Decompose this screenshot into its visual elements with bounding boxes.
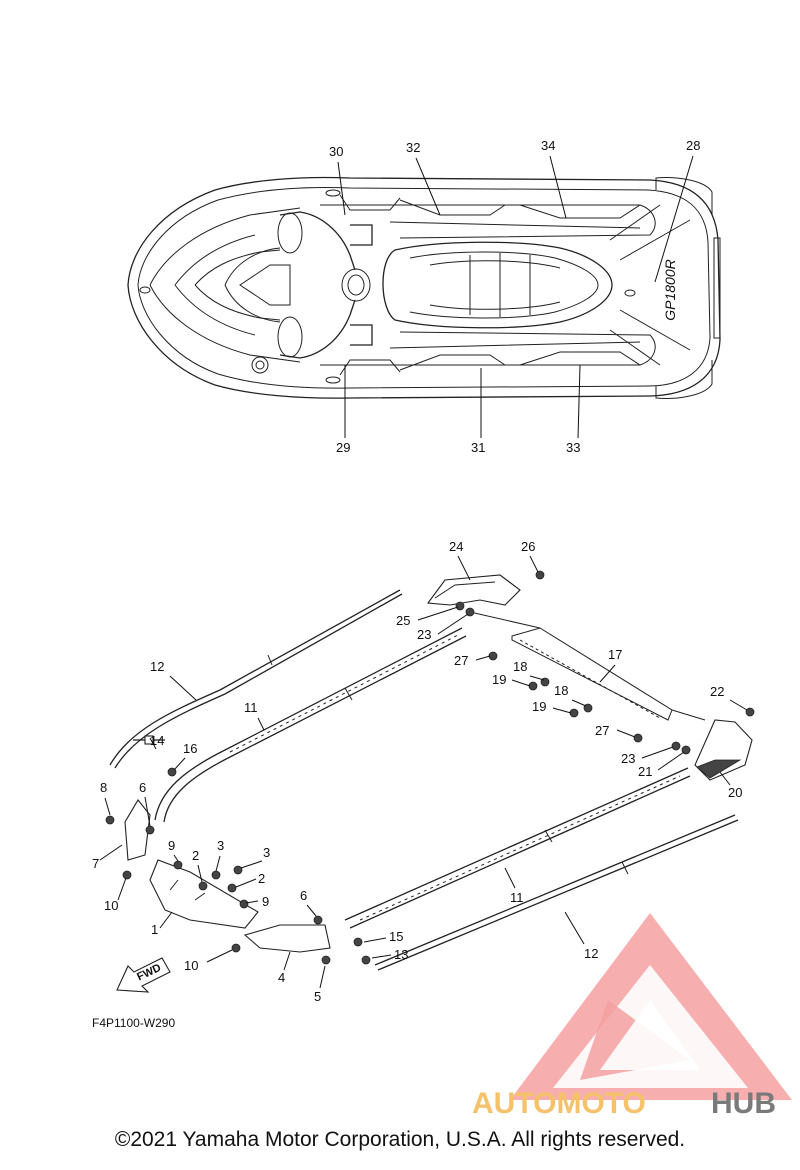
- callout-21: 21: [638, 764, 652, 779]
- watercraft-top-view: GP1800R: [127, 176, 721, 399]
- callout-34: 34: [541, 138, 555, 153]
- callout-2b: 2: [258, 871, 265, 886]
- hull-graphic-text: GP1800R: [662, 259, 678, 320]
- callout-27a: 27: [454, 653, 468, 668]
- callout-31: 31: [471, 440, 485, 455]
- callout-8: 8: [100, 780, 107, 795]
- callout-15: 15: [389, 929, 403, 944]
- callout-26: 26: [521, 539, 535, 554]
- watermark-text-2: HUB: [711, 1087, 776, 1120]
- callout-2a: 2: [192, 848, 199, 863]
- callout-6b: 6: [300, 888, 307, 903]
- callout-10a: 10: [104, 898, 118, 913]
- callout-18b: 18: [554, 683, 568, 698]
- callout-30: 30: [329, 144, 343, 159]
- callout-33: 33: [566, 440, 580, 455]
- callout-3a: 3: [217, 838, 224, 853]
- callout-17: 17: [608, 647, 622, 662]
- exploded-parts: FWD: [105, 570, 755, 993]
- automotohub-logo: AUTOMOTO HUB: [472, 913, 792, 1120]
- callout-23a: 23: [417, 627, 431, 642]
- callout-14: 14: [150, 733, 164, 748]
- callout-12b: 12: [584, 946, 598, 961]
- callout-29: 29: [336, 440, 350, 455]
- callout-20: 20: [728, 785, 742, 800]
- callout-18a: 18: [513, 659, 527, 674]
- top-callouts: 30 32 34 28 29 31 33: [329, 138, 700, 455]
- callout-3b: 3: [263, 845, 270, 860]
- callout-32: 32: [406, 140, 420, 155]
- callout-23b: 23: [621, 751, 635, 766]
- callout-24: 24: [449, 539, 463, 554]
- callout-9a: 9: [168, 838, 175, 853]
- callout-16: 16: [183, 741, 197, 756]
- callout-7: 7: [92, 856, 99, 871]
- watermark-text-1: AUTOMOTO: [472, 1087, 646, 1120]
- callout-11b: 11: [510, 890, 524, 905]
- bottom-callouts: 24 26 25 23 27 17 18 19 18 19 22 27 23 2…: [92, 539, 748, 1004]
- callout-27b: 27: [595, 723, 609, 738]
- callout-19b: 19: [532, 699, 546, 714]
- callout-9b: 9: [262, 894, 269, 909]
- copyright-notice: ©2021 Yamaha Motor Corporation, U.S.A. A…: [114, 1128, 686, 1151]
- callout-11a: 11: [244, 700, 258, 715]
- diagram-code: F4P1100-W290: [92, 1016, 175, 1030]
- callout-28: 28: [686, 138, 700, 153]
- fwd-arrow: FWD: [116, 957, 171, 993]
- callout-5: 5: [314, 989, 321, 1004]
- callout-10b: 10: [184, 958, 198, 973]
- callout-6a: 6: [139, 780, 146, 795]
- callout-22: 22: [710, 684, 724, 699]
- callout-1: 1: [151, 922, 158, 937]
- callout-12a: 12: [150, 659, 164, 674]
- callout-19a: 19: [492, 672, 506, 687]
- callout-25: 25: [396, 613, 410, 628]
- callout-4: 4: [278, 970, 285, 985]
- callout-13: 13: [394, 947, 408, 962]
